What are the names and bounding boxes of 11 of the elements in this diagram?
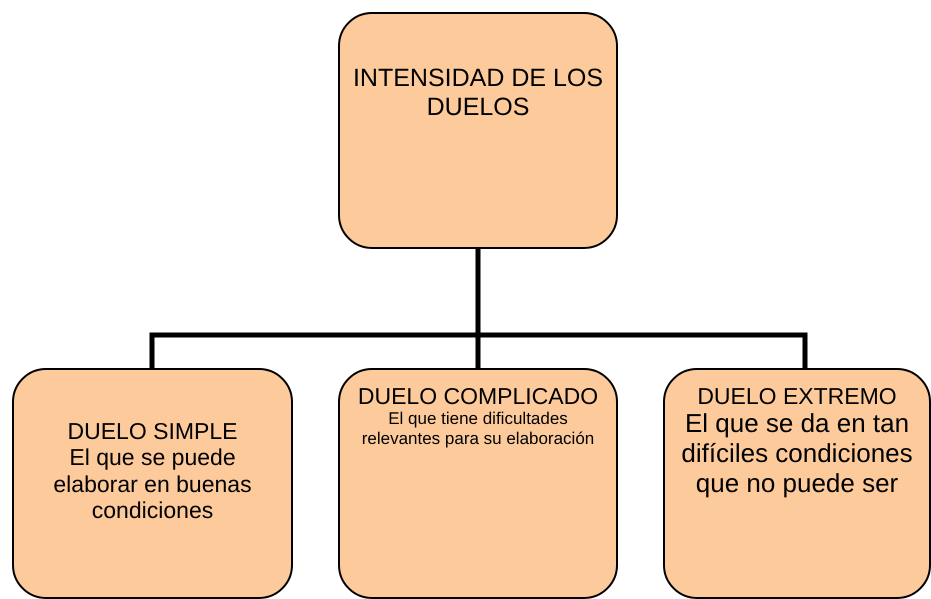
box-heading: DUELO SIMPLE [68,418,238,444]
box-description: El que se puede elaborar en buenas condiciones [52,444,253,524]
box-description: El que tiene dificultades relevantes para su elaboración [360,409,596,449]
rounded-box [338,368,618,599]
rounded-box [12,368,293,599]
box-heading: DUELO COMPLICADO [358,383,598,410]
box-heading: DUELO EXTREMO [697,383,897,410]
rounded-box [338,12,618,249]
rounded-box [663,368,931,599]
box-description: El que se da en tan difíciles condiciones que no puede ser [680,409,914,500]
box-heading: INTENSIDAD DE LOS DUELOS [352,64,604,122]
